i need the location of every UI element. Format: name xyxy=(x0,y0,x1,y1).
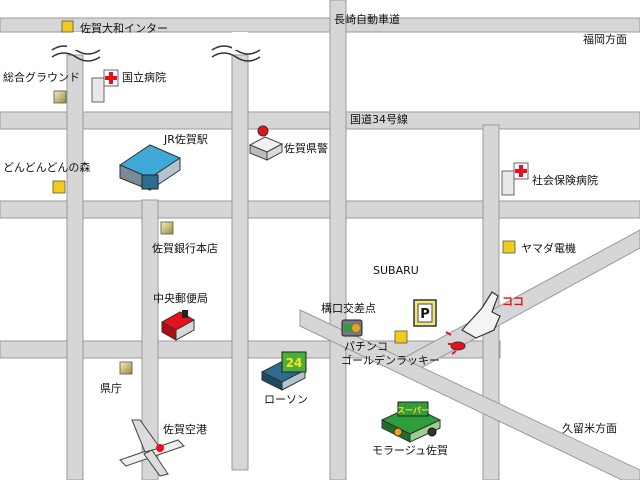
subaru-label: SUBARU xyxy=(373,264,419,277)
here-label: ココ xyxy=(502,295,524,308)
moraju-saga-label: モラージュ佐賀 xyxy=(372,443,448,457)
pachinko-marker xyxy=(394,330,408,344)
social-insurance-hospital-icon xyxy=(501,162,529,196)
post-office-icon xyxy=(160,310,196,341)
lawson-vertical-road xyxy=(329,0,347,480)
road-break-center-2 xyxy=(211,52,261,62)
saga-police-label: 佐賀県警 xyxy=(284,141,328,155)
mid-horizontal-road xyxy=(0,200,640,219)
yamada-denki-label: ヤマダ電機 xyxy=(521,241,576,255)
dondon-forest-label: どんどんどんの森 xyxy=(3,160,90,174)
saga-airport-label: 佐賀空港 xyxy=(163,422,207,436)
police-station-icon xyxy=(248,125,284,161)
station-vertical-road xyxy=(141,199,159,480)
kurume-direction-label: 久留米方面 xyxy=(562,421,617,435)
road-break-marks xyxy=(51,32,261,62)
pachinko-label-line2: ゴールデンラッキー xyxy=(341,353,440,367)
fukuoka-direction-label: 福岡方面 xyxy=(583,32,627,46)
supermarket-sign-text: スーパー xyxy=(397,405,429,415)
kogo-intersection-label: 構口交差点 xyxy=(321,301,376,315)
route34-road xyxy=(0,111,640,130)
prefectural-office-label: 県庁 xyxy=(100,381,122,395)
post-office-label: 中央郵便局 xyxy=(153,292,208,305)
saga-bank-marker xyxy=(160,221,174,235)
pachinko-building-icon xyxy=(341,319,363,337)
diagonal-road-lower xyxy=(299,309,640,480)
lawson-store-icon: 24 xyxy=(260,351,307,391)
dondon-forest-marker xyxy=(52,180,66,194)
yamada-denki-marker xyxy=(502,240,516,254)
saga-bank-label: 佐賀銀行本店 xyxy=(152,241,218,255)
sogo-ground-label: 総合グラウンド xyxy=(3,70,80,84)
here-pointer-icon xyxy=(445,291,501,355)
national-hospital-label: 国立病院 xyxy=(122,70,166,84)
road-break-left-2 xyxy=(51,52,101,62)
parking-sign-text: P xyxy=(420,307,430,322)
left-vertical-road xyxy=(66,54,84,480)
center-vertical-road xyxy=(231,54,249,471)
route34-label: 国道34号線 xyxy=(350,112,408,126)
markers xyxy=(52,20,516,375)
lawson-24-text: 24 xyxy=(286,356,303,370)
expressway-road xyxy=(0,17,640,33)
saga-yamato-ic-label: 佐賀大和インター xyxy=(80,21,168,35)
airplane-icon xyxy=(119,419,185,477)
expressway-label: 長崎自動車道 xyxy=(334,12,400,26)
train-station-icon xyxy=(118,144,182,191)
supermarket-icon: スーパー xyxy=(380,401,442,443)
parking-icon: P xyxy=(413,299,437,327)
prefectural-office-marker xyxy=(119,361,133,375)
sogo-ground-marker xyxy=(53,90,67,104)
pachinko-label-line1: パチンコ xyxy=(344,340,388,353)
yamato-ic-marker xyxy=(61,20,74,33)
jr-saga-station-label: JR佐賀駅 xyxy=(163,132,208,146)
national-hospital-icon xyxy=(91,69,119,103)
lawson-label: ローソン xyxy=(264,393,308,406)
social-insurance-hospital-label: 社会保険病院 xyxy=(532,173,598,187)
